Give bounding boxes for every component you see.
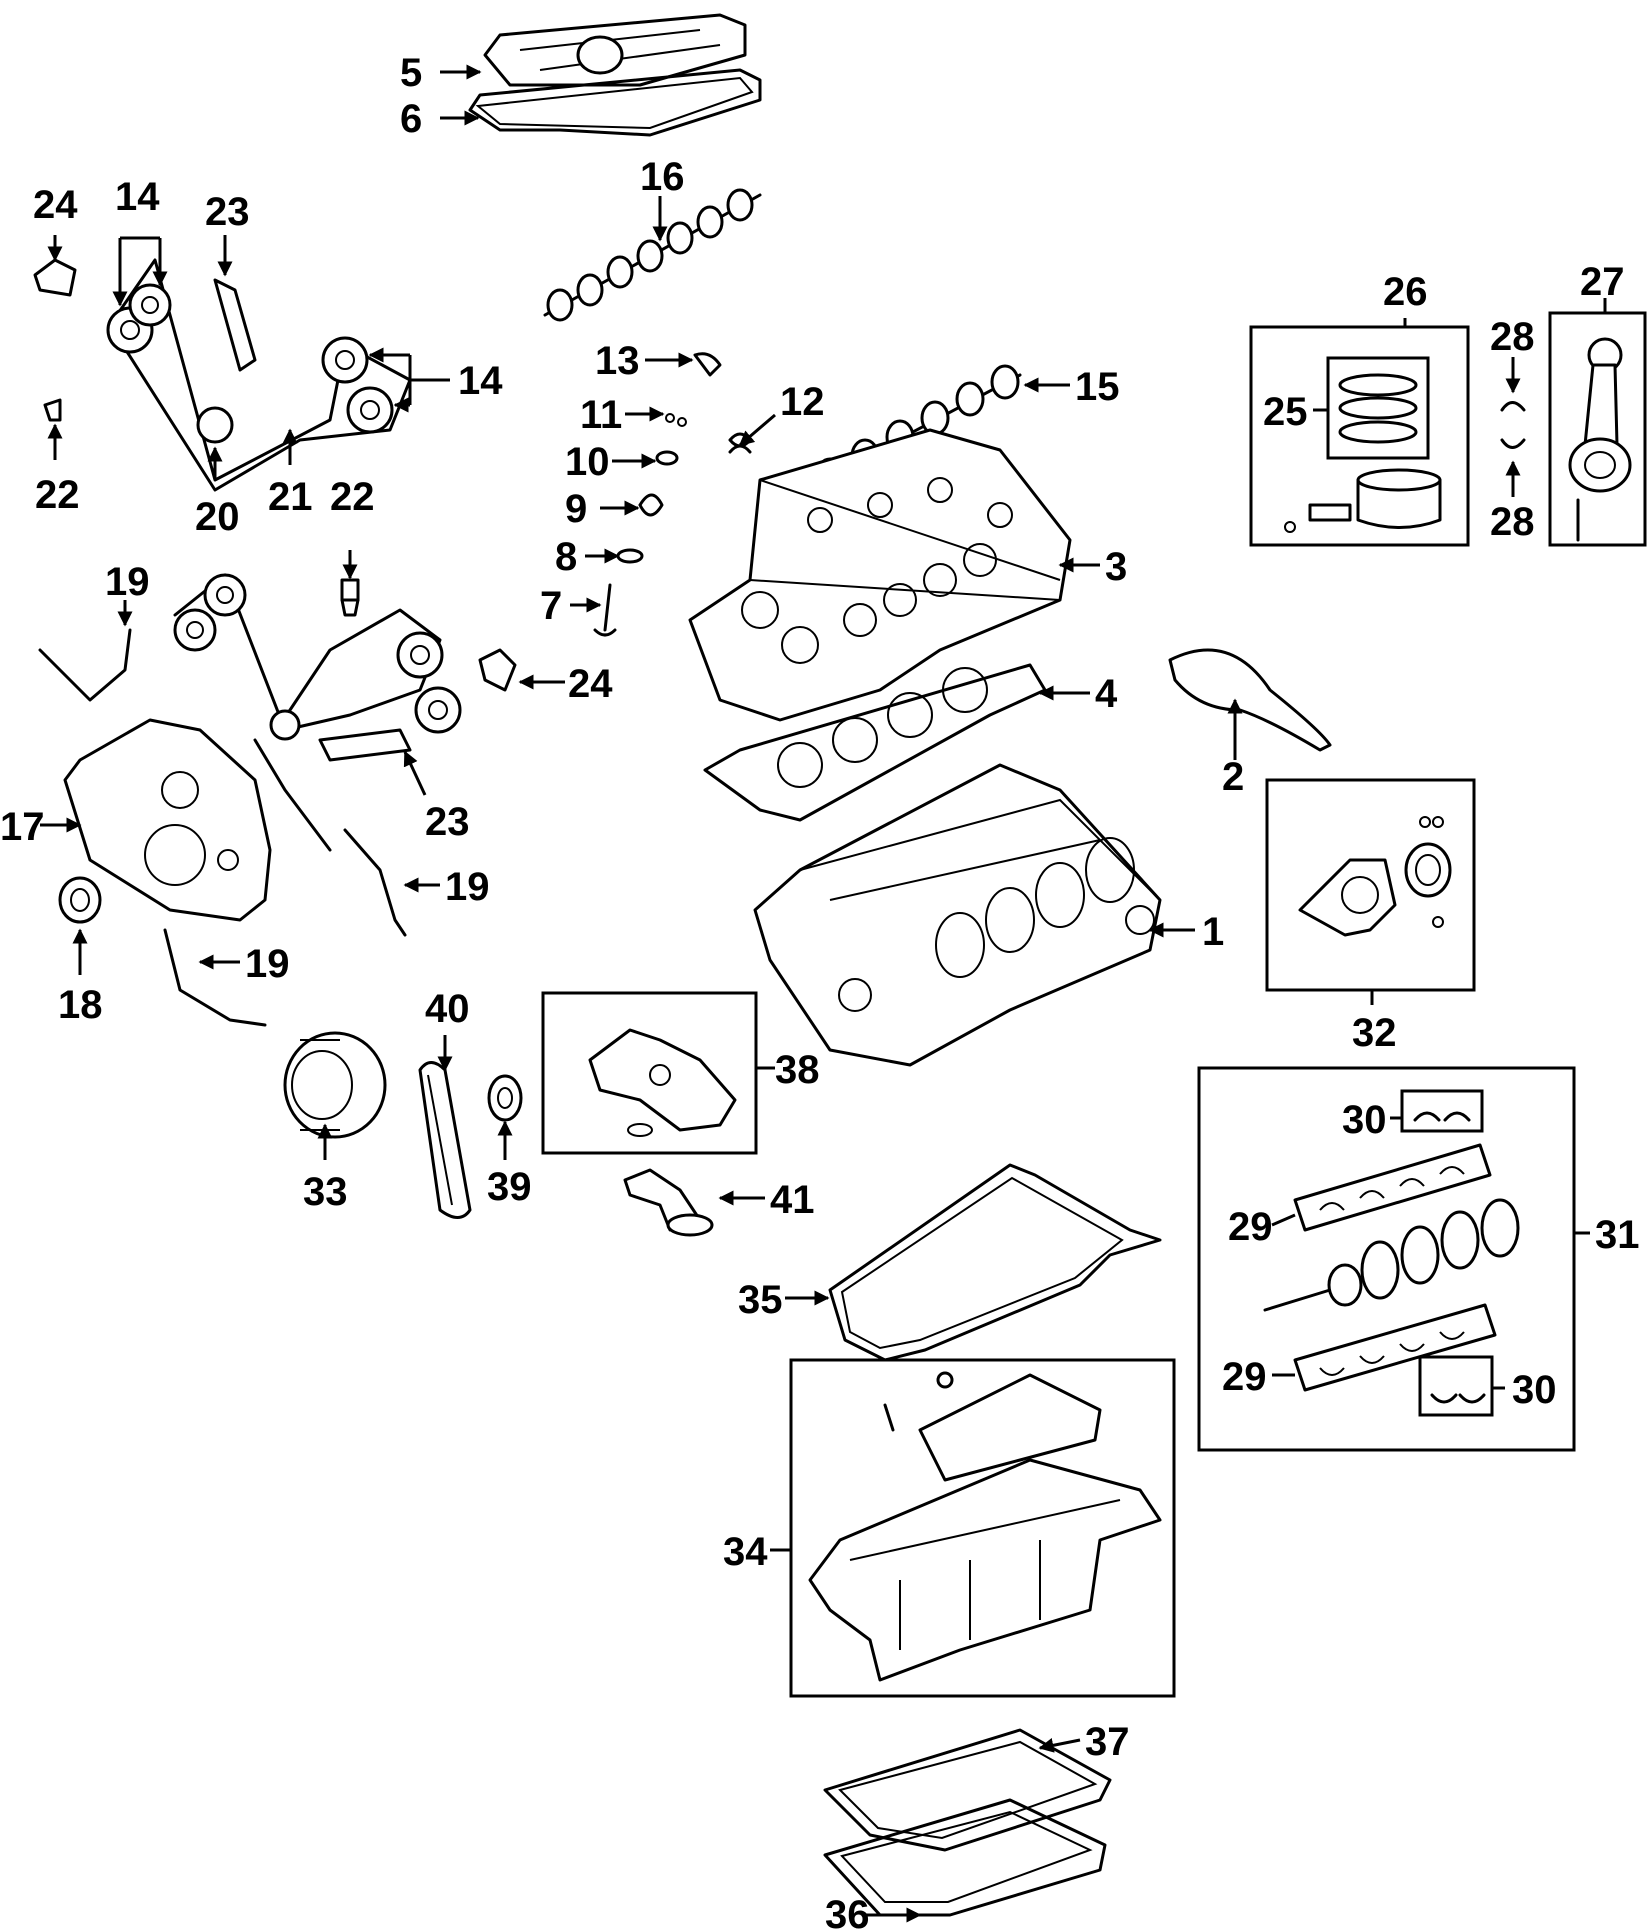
callout-4: 4 <box>1095 672 1118 716</box>
callout-24a: 24 <box>33 183 78 227</box>
callout-35: 35 <box>738 1278 783 1322</box>
thrust-bearings-box-upper <box>1400 1089 1484 1133</box>
callout-22b: 22 <box>330 475 375 519</box>
callout-14b: 14 <box>458 359 503 403</box>
thrust-bearing-lower <box>1430 1393 1486 1404</box>
valve-cover <box>483 13 747 87</box>
rear-seal-housing <box>1298 816 1452 937</box>
callout-21: 21 <box>268 475 313 519</box>
callout-12: 12 <box>780 380 825 424</box>
callout-10: 10 <box>565 440 610 484</box>
callout-17: 17 <box>0 805 45 849</box>
callout-26: 26 <box>1383 270 1428 314</box>
head-gasket <box>703 663 1047 822</box>
oil-pump-box <box>541 991 758 1155</box>
callout-27: 27 <box>1580 260 1625 304</box>
piston-box <box>1249 325 1470 547</box>
callout-19c: 19 <box>245 942 290 986</box>
leader-lines <box>40 64 1607 1923</box>
piston-rings <box>1338 373 1418 444</box>
connecting-rod <box>1568 337 1632 542</box>
thrust-bearing-upper <box>1413 1111 1471 1122</box>
crankshaft <box>1263 1198 1520 1312</box>
callout-7: 7 <box>540 584 562 628</box>
valve-cover-gasket <box>468 68 762 137</box>
callout-29a: 29 <box>1228 1205 1273 1249</box>
front-seal <box>58 876 102 924</box>
callout-2: 2 <box>1222 755 1244 799</box>
callout-28b: 28 <box>1490 500 1535 544</box>
crank-pulley <box>283 1031 387 1139</box>
main-bearings-lower <box>1293 1303 1497 1392</box>
oil-pickup <box>623 1168 714 1237</box>
callout-28a: 28 <box>1490 315 1535 359</box>
timing-guide <box>1168 648 1332 752</box>
callout-40: 40 <box>425 987 470 1031</box>
callout-19a: 19 <box>105 560 150 604</box>
callout-20: 20 <box>195 495 240 539</box>
callout-18: 18 <box>58 983 103 1027</box>
callout-30b: 30 <box>1512 1368 1557 1412</box>
oil-pan-box <box>789 1358 1176 1698</box>
piston <box>1284 468 1442 533</box>
engine-block <box>753 763 1162 1067</box>
callout-22a: 22 <box>35 473 80 517</box>
oil-pump <box>588 1028 737 1137</box>
callout-23a: 23 <box>205 190 250 234</box>
callout-29b: 29 <box>1222 1355 1267 1399</box>
callout-34: 34 <box>723 1530 768 1574</box>
front-cover <box>38 628 407 1027</box>
thrust-bearings-box-lower <box>1418 1355 1494 1417</box>
callout-30a: 30 <box>1342 1098 1387 1142</box>
callout-19b: 19 <box>445 865 490 909</box>
oil-pan <box>808 1371 1162 1682</box>
timing-chain-lower <box>173 573 517 762</box>
callout-5: 5 <box>400 51 422 95</box>
callout-14a: 14 <box>115 175 160 219</box>
callout-38: 38 <box>775 1048 820 1092</box>
callout-41: 41 <box>770 1178 815 1222</box>
callout-labels: 1 2 3 4 5 6 7 8 9 10 11 12 13 14 14 15 1… <box>0 51 1640 1930</box>
rod-bearings <box>1500 401 1526 449</box>
crankshaft-box <box>1197 1066 1576 1452</box>
callout-39: 39 <box>487 1165 532 1209</box>
callout-31: 31 <box>1595 1213 1640 1257</box>
callout-25: 25 <box>1263 390 1308 434</box>
callout-1: 1 <box>1202 910 1224 954</box>
callout-33: 33 <box>303 1170 348 1214</box>
callout-15: 15 <box>1075 365 1120 409</box>
callout-16: 16 <box>640 155 685 199</box>
main-bearings-upper <box>1293 1143 1492 1232</box>
callout-13: 13 <box>595 339 640 383</box>
callout-6: 6 <box>400 97 422 141</box>
timing-chain-upper <box>33 258 412 492</box>
cylinder-head <box>688 428 1072 722</box>
callout-9: 9 <box>565 487 587 531</box>
lower-pan-gasket-37 <box>823 1728 1112 1852</box>
callout-11: 11 <box>580 393 622 437</box>
callout-36: 36 <box>825 1893 870 1930</box>
oil-pan-gasket <box>828 1163 1162 1362</box>
camshaft-upper <box>543 188 762 322</box>
callout-3: 3 <box>1105 545 1127 589</box>
callout-37: 37 <box>1085 1720 1130 1764</box>
connecting-rod-box <box>1548 311 1647 547</box>
callout-23b: 23 <box>425 800 470 844</box>
callout-24b: 24 <box>568 662 613 706</box>
callout-8: 8 <box>555 535 577 579</box>
timing-belt <box>418 1061 472 1219</box>
callout-32: 32 <box>1352 1011 1397 1055</box>
oil-pump-sprocket <box>487 1074 523 1122</box>
piston-rings-box <box>1326 356 1430 460</box>
